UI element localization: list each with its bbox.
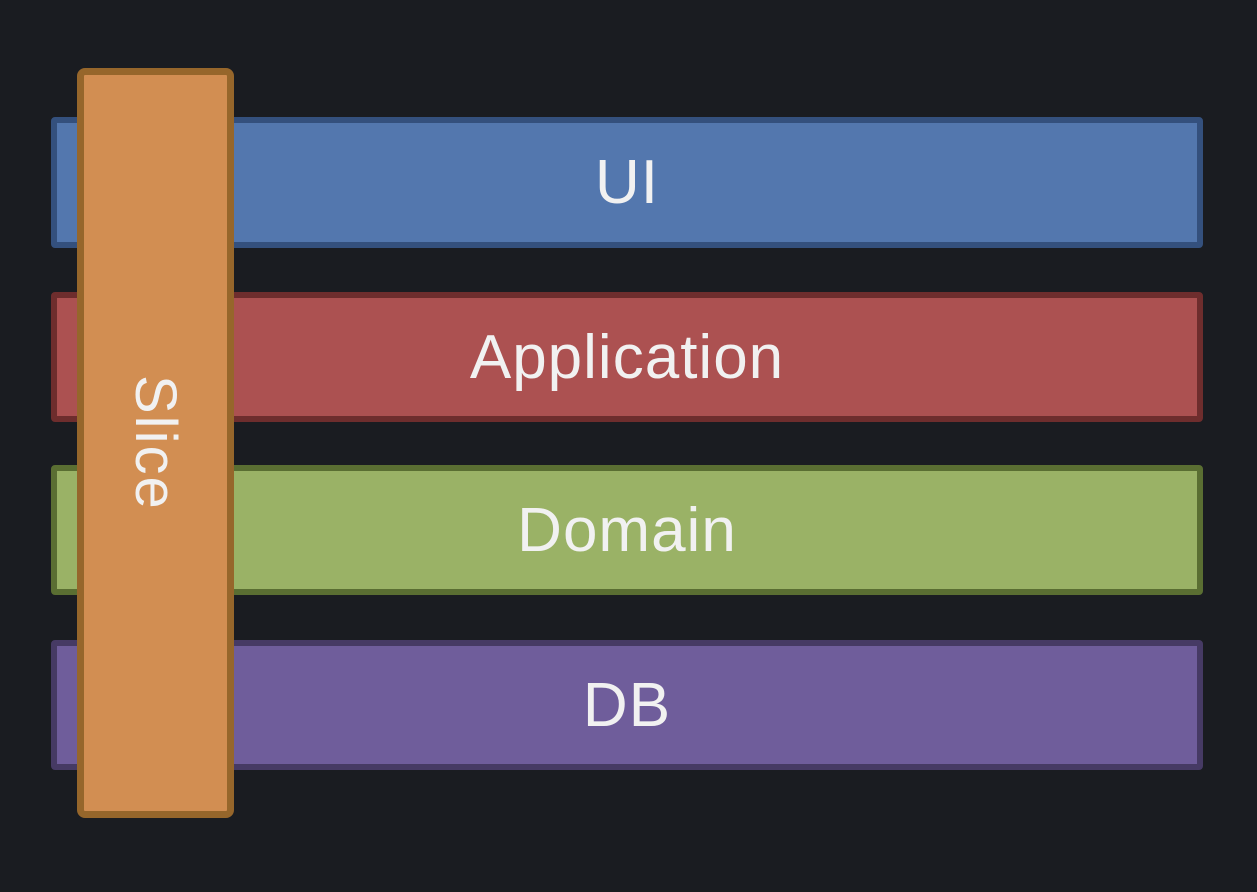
layer-bar-domain: Domain: [51, 465, 1203, 595]
layer-label-ui: UI: [595, 148, 659, 217]
layer-label-domain: Domain: [517, 495, 737, 565]
layer-label-application: Application: [469, 322, 785, 392]
layer-label-db: DB: [582, 670, 672, 740]
layer-bar-ui: UI: [51, 117, 1203, 248]
slice-label: Slice: [123, 375, 188, 511]
layer-bar-application: Application: [51, 292, 1203, 422]
slice-bar: Slice: [77, 68, 234, 818]
layer-bar-db: DB: [51, 640, 1203, 770]
